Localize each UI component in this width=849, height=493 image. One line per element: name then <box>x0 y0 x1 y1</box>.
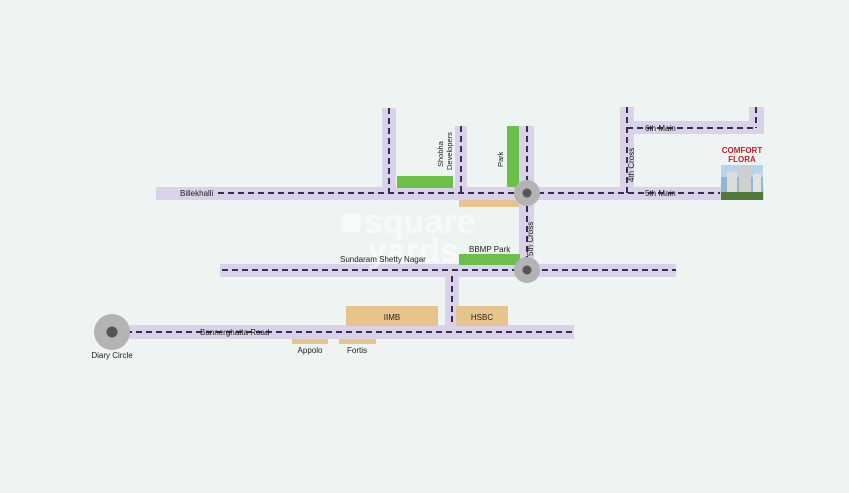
square-logo-icon <box>342 214 360 232</box>
shobha-park-block <box>397 176 453 188</box>
landmark-strip <box>459 200 519 207</box>
building-icon <box>721 165 763 200</box>
label-sixth-main: 6th Main <box>645 124 676 133</box>
label-shobha-line1: Shobha <box>436 140 445 167</box>
label-fortis: Fortis <box>347 346 367 355</box>
label-fourth-cross: 4th Cross <box>627 148 636 182</box>
label-iimb: IIMB <box>384 313 400 322</box>
watermark: square yards <box>342 203 476 270</box>
hsbc-block <box>456 306 508 326</box>
junction-sundaram <box>514 257 540 283</box>
junction-5th-main <box>514 180 540 206</box>
watermark-line1: square <box>364 203 476 241</box>
label-shobha-line2: Developers <box>445 132 454 170</box>
project-marker: COMFORT FLORA <box>721 146 763 200</box>
project-name-line1: COMFORT <box>722 146 763 155</box>
watermark-line2: yards <box>368 232 459 270</box>
fortis-block <box>339 339 376 344</box>
park-block <box>507 126 519 187</box>
appolo-block <box>292 339 328 344</box>
junction-diary-circle <box>94 314 130 350</box>
road-bannerghatta <box>112 325 574 339</box>
label-diary-circle: Diary Circle <box>91 351 133 360</box>
project-name-line2: FLORA <box>728 155 756 164</box>
iimb-block <box>346 306 438 326</box>
label-bbmp-park: BBMP Park <box>469 245 511 254</box>
label-appolo: Appolo <box>298 346 323 355</box>
label-billekhalli: Billekhalli <box>180 189 214 198</box>
label-fifth-cross: 5th Cross <box>526 222 535 256</box>
road-fourth-cross <box>620 107 634 200</box>
label-sundaram-shetty-nagar: Sundaram Shetty Nagar <box>340 255 426 264</box>
label-hsbc: HSBC <box>471 313 493 322</box>
label-fifth-main: 5th Main <box>645 189 676 198</box>
label-bannerghatta-road: Bannerghatta Road <box>200 328 269 337</box>
label-park: Park <box>496 151 505 167</box>
landmark-boxes <box>292 126 520 344</box>
bbmp-park-block <box>459 254 520 265</box>
